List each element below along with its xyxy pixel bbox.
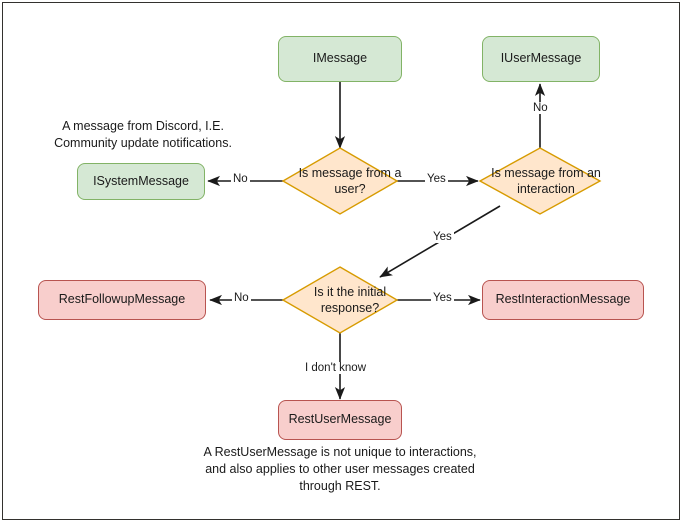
- node-restusermessage[interactable]: RestUserMessage: [278, 400, 402, 440]
- node-imessage[interactable]: IMessage: [278, 36, 402, 82]
- node-question-initial[interactable]: Is it the initial response?: [283, 267, 397, 333]
- edge-label-initial-no: No: [232, 292, 251, 304]
- diamond-shape-question-user: [281, 147, 399, 215]
- edge-label-interaction-no: No: [531, 102, 550, 114]
- node-restusermessage-label: RestUserMessage: [288, 412, 392, 427]
- diamond-shape-question-interaction: [478, 147, 602, 215]
- node-question-initial-label: Is it the initial response?: [313, 284, 387, 315]
- node-isystemmessage-label: ISystemMessage: [93, 173, 189, 188]
- node-iusermessage-label: IUserMessage: [500, 51, 582, 66]
- node-restinteractionmessage-label: RestInteractionMessage: [495, 292, 631, 307]
- edge-label-initial-yes: Yes: [431, 292, 454, 304]
- node-iusermessage[interactable]: IUserMessage: [482, 36, 600, 82]
- node-isystemmessage[interactable]: ISystemMessage: [77, 163, 205, 200]
- edge-label-user-yes: Yes: [425, 173, 448, 185]
- node-imessage-label: IMessage: [312, 51, 368, 66]
- node-question-interaction[interactable]: Is message from an interaction: [480, 148, 601, 214]
- edge-label-interaction-yes: Yes: [431, 231, 454, 243]
- edge-label-initial-unknown: I don't know: [303, 362, 369, 374]
- diamond-shape-question-initial: [281, 266, 399, 334]
- note-isystemmessage: A message from Discord, I.E. Community u…: [54, 119, 232, 150]
- edge-label-user-no: No: [231, 173, 250, 185]
- node-question-user-label: Is message from a user?: [298, 165, 402, 196]
- node-restinteractionmessage[interactable]: RestInteractionMessage: [482, 280, 644, 320]
- note-restusermessage: A RestUserMessage is not unique to inter…: [203, 445, 477, 493]
- node-question-user[interactable]: Is message from a user?: [283, 148, 402, 214]
- node-question-interaction-label: Is message from an interaction: [491, 165, 601, 196]
- node-restfollowupmessage-label: RestFollowupMessage: [58, 292, 186, 307]
- node-restfollowupmessage[interactable]: RestFollowupMessage: [38, 280, 206, 320]
